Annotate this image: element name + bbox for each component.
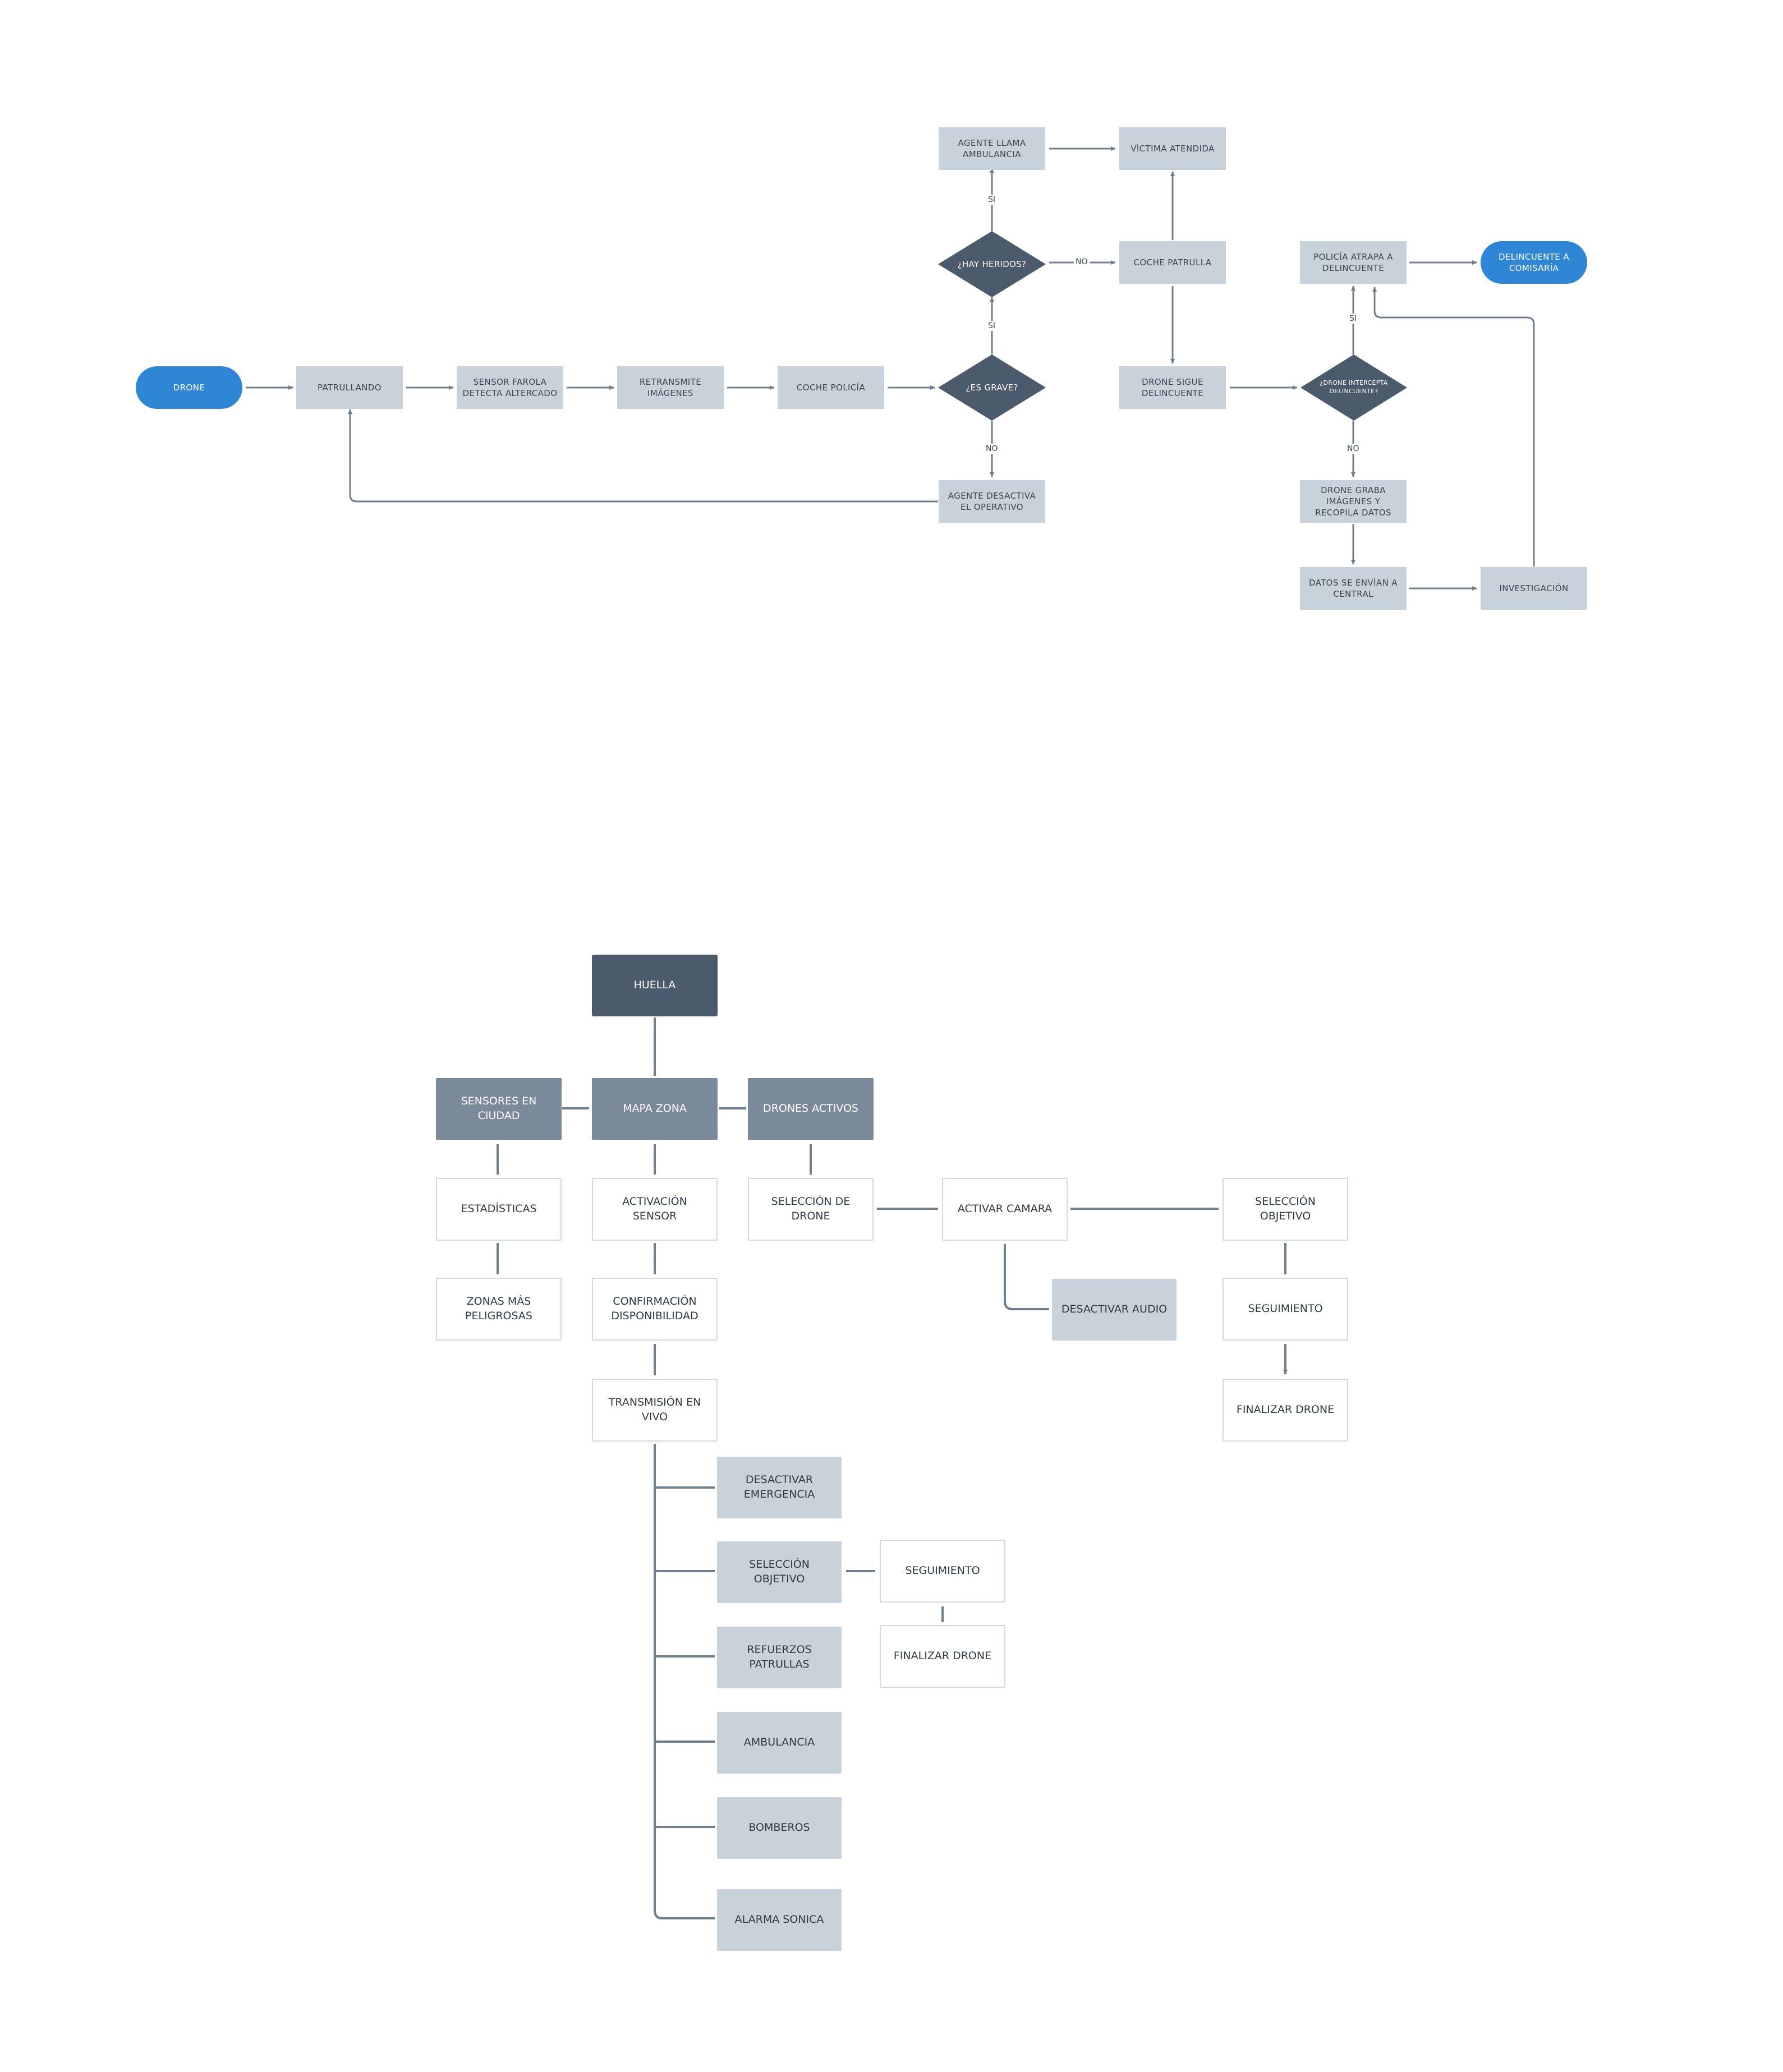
hay-heridos-label: ¿HAY HERIDOS? [957,259,1027,269]
drone-graba-box: DRONE GRABA IMÁGENES Y RECOPILA DATOS [1300,480,1407,523]
transmision-node: TRANSMISIÓN EN VIVO [592,1379,718,1442]
alarma-sonica-node: ALARMA SONICA [717,1889,842,1951]
retransmite-box: RETRANSMITE IMÁGENES [617,366,724,409]
activar-camara-node: ACTIVAR CAMARA [942,1178,1068,1241]
sensores-ciudad-node: SENSORES EN CIUDAD [436,1078,562,1140]
si-label: SI [986,321,998,331]
drone-intercepta-decision: ¿DRONE INTERCEPTA DELINCUENTE? [1301,354,1407,421]
drones-activos-node: DRONES ACTIVOS [748,1078,874,1140]
si-label: SI [986,195,998,205]
bomberos-node: BOMBEROS [717,1797,842,1859]
victima-atendida-box: VÍCTIMA ATENDIDA [1119,127,1226,170]
es-grave-decision: ¿ES GRAVE? [938,354,1046,421]
refuerzos-node: REFUERZOS PATRULLAS [717,1627,842,1688]
decision-shape [938,354,1046,421]
huella-node: HUELLA [592,955,718,1016]
seguimiento-node: SEGUIMIENTO [1223,1278,1348,1341]
coche-patrulla-box: COCHE PATRULLA [1119,241,1226,284]
si-label: SI [1348,314,1359,324]
hay-heridos-decision: ¿HAY HERIDOS? [938,231,1046,297]
seleccion-objetivo-node: SELECCIÓN OBJETIVO [1223,1178,1348,1241]
ambulancia-node: AMBULANCIA [717,1712,842,1774]
drone-intercepta-label: ¿DRONE INTERCEPTA DELINCUENTE? [1320,379,1388,395]
agente-desactiva-box: AGENTE DESACTIVA EL OPERATIVO [939,480,1045,523]
decision-shape [1301,354,1407,421]
start-drone-terminal: DRONE [136,366,242,409]
seleccion-objetivo-node-2: SELECCIÓN OBJETIVO [717,1541,842,1603]
sitemap-lines [497,1017,1286,1919]
no-label: NO [984,444,1000,454]
es-grave-label: ¿ES GRAVE? [966,382,1018,393]
policia-atrapa-box: POLICÍA ATRAPA A DELINCUENTE [1300,241,1407,284]
drone-sigue-box: DRONE SIGUE DELINCUENTE [1119,366,1226,409]
investigacion-box: INVESTIGACIÓN [1481,567,1587,610]
seleccion-drone-node: SELECCIÓN DE DRONE [748,1178,874,1241]
patrullando-box: PATRULLANDO [296,366,403,409]
agente-llama-box: AGENTE LLAMA AMBULANCIA [939,127,1045,170]
desactivar-audio-node: DESACTIVAR AUDIO [1052,1279,1177,1341]
activacion-sensor-node: ACTIVACIÓN SENSOR [592,1178,718,1241]
confirmacion-node: CONFIRMACIÓN DISPONIBILIDAD [592,1278,718,1341]
no-label: NO [1074,257,1090,267]
finalizar-drone-node-2: FINALIZAR DRONE [880,1625,1005,1688]
sensor-farola-box: SENSOR FAROLA DETECTA ALTERCADO [457,366,563,409]
zonas-peligrosas-node: ZONAS MÁS PELIGROSAS [436,1278,562,1341]
delincuente-comisaria-terminal: DELINCUENTE A COMISARÍA [1481,241,1587,284]
seguimiento-node-2: SEGUIMIENTO [880,1540,1005,1603]
finalizar-drone-node: FINALIZAR DRONE [1223,1379,1348,1442]
no-label: NO [1345,444,1361,454]
datos-envian-box: DATOS SE ENVÍAN A CENTRAL [1300,567,1407,610]
decision-shape [938,231,1046,297]
mapa-zona-node: MAPA ZONA [592,1078,718,1140]
estadisticas-node: ESTADÍSTICAS [436,1178,562,1241]
desactivar-emergencia-node: DESACTIVAR EMERGENCIA [717,1457,842,1518]
coche-policia-box: COCHE POLICÍA [778,366,884,409]
